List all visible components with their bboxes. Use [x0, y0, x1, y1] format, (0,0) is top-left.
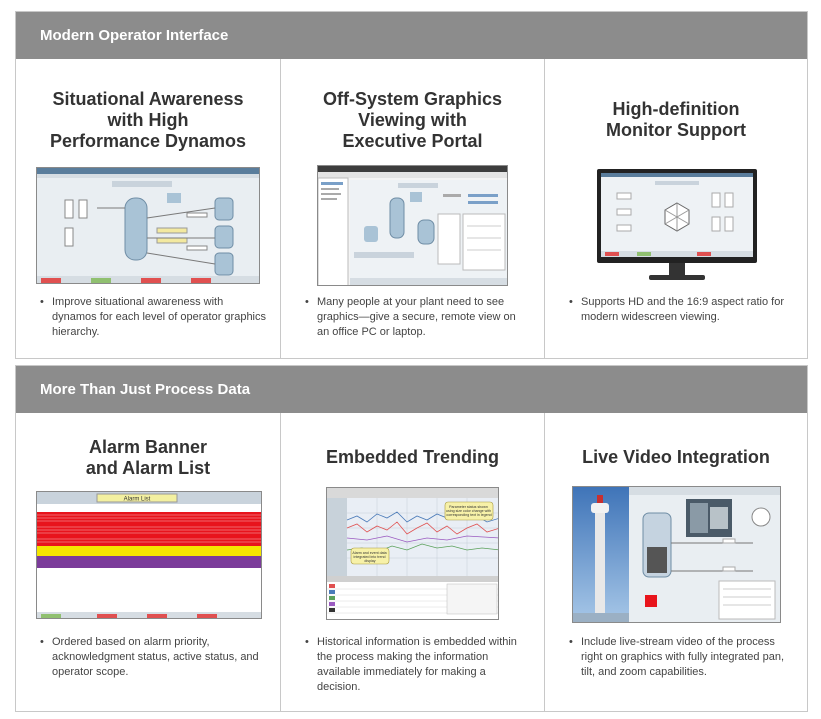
card-bullet: Many people at your plant need to see gr… — [305, 295, 530, 340]
card-situational-awareness: Situational Awareness with High Performa… — [16, 59, 281, 358]
live-video-screenshot — [572, 486, 781, 623]
card-title-line: Viewing with — [358, 110, 467, 130]
card-embedded-trending: Embedded Trending — [281, 413, 545, 711]
card-title-line: and Alarm List — [85, 458, 211, 478]
card-bullet: Supports HD and the 16:9 aspect ratio fo… — [569, 295, 793, 325]
card-title: Situational Awareness with High Performa… — [16, 89, 280, 152]
card-title: Live Video Integration — [545, 447, 807, 468]
card-title-line: Live Video Integration — [582, 447, 770, 467]
card-bullet: Historical information is embedded withi… — [305, 635, 530, 695]
trend-callout-2-line: Alarm and event data — [352, 551, 386, 555]
card-executive-portal: Off-System Graphics Viewing with Executi… — [281, 59, 545, 358]
card-title-line: Embedded Trending — [325, 447, 499, 467]
card-bullet: Include live-stream video of the process… — [569, 635, 793, 680]
card-title-line: Alarm Banner — [88, 437, 208, 457]
card-title-line: Off-System Graphics — [322, 89, 503, 109]
trend-callout-1: Parameter status shown using size color … — [446, 505, 492, 517]
card-row: Situational Awareness with High Performa… — [16, 59, 807, 358]
card-title-line: Executive Portal — [342, 131, 483, 151]
card-hd-monitor: High-definition Monitor Support — [545, 59, 807, 358]
section-header: More Than Just Process Data — [16, 366, 807, 413]
portal-screenshot — [317, 165, 508, 286]
trend-callout-2-line: integrated into trend — [354, 555, 386, 559]
card-alarm-banner: Alarm Banner and Alarm List Alarm List — [16, 413, 281, 711]
card-title-line: Monitor Support — [606, 120, 746, 140]
section-more-than-process-data: More Than Just Process Data Alarm Banner… — [15, 365, 808, 712]
card-bullet: Improve situational awareness with dynam… — [40, 295, 266, 340]
trend-callout-1-line: using size color change with — [446, 509, 491, 513]
card-row: Alarm Banner and Alarm List Alarm List — [16, 413, 807, 711]
trend-callout-2-line: display — [364, 559, 375, 563]
card-title-line: High-definition — [612, 99, 740, 119]
trending-screenshot: Parameter status shown using size color … — [326, 487, 499, 620]
trend-callout-2: Alarm and event data integrated into tre… — [352, 551, 387, 563]
trend-callout-1-line: corresponding text in legend — [446, 513, 491, 517]
card-title: High-definition Monitor Support — [545, 99, 807, 141]
card-title-line: Situational Awareness — [52, 89, 244, 109]
alarm-list-title: Alarm List — [124, 497, 151, 503]
card-bullet: Ordered based on alarm priority, acknowl… — [40, 635, 266, 680]
dynamos-screenshot — [36, 167, 260, 284]
card-title-line: Performance Dynamos — [49, 131, 247, 151]
trend-callout-1-line: Parameter status shown — [449, 505, 488, 509]
card-live-video: Live Video Integration — [545, 413, 807, 711]
card-title: Off-System Graphics Viewing with Executi… — [281, 89, 544, 152]
card-title: Alarm Banner and Alarm List — [16, 437, 280, 479]
section-header: Modern Operator Interface — [16, 12, 807, 59]
card-title-line: with High — [107, 110, 189, 130]
section-modern-operator-interface: Modern Operator Interface Situational Aw… — [15, 11, 808, 359]
monitor-illustration — [597, 169, 757, 281]
card-title: Embedded Trending — [281, 447, 544, 468]
alarm-list-screenshot: Alarm List — [36, 491, 262, 619]
